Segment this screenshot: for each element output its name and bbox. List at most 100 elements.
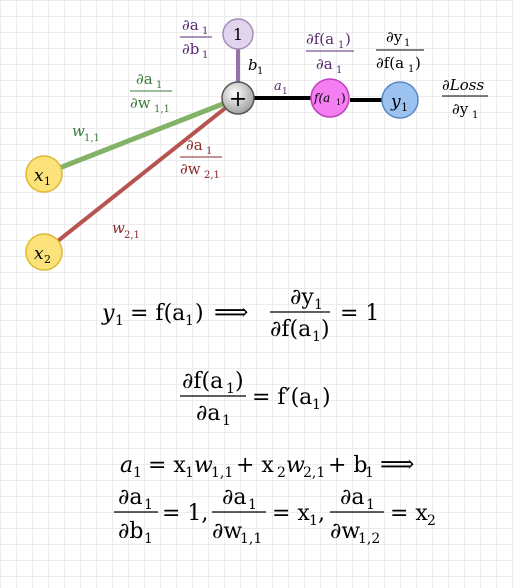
equation-3: a 1 = x 1 w 1,1 + x 2 w 2,1 + b 1 ⟹ <box>120 450 414 481</box>
grad-dy1-df-num-sub: 1 <box>404 38 410 49</box>
edge-w21 <box>42 96 240 254</box>
eq2-frac-den: ∂a <box>196 401 221 426</box>
node-x2: x 2 <box>25 233 63 271</box>
node-bias-ring <box>222 18 254 50</box>
node-act-sub: 1 <box>336 98 341 107</box>
grad-df-da1-den: ∂a <box>316 55 333 73</box>
node-y1-label: y <box>390 92 401 112</box>
grad-da1-dw11-num-sub: 1 <box>156 80 162 91</box>
eq1-lhs: y <box>101 301 115 326</box>
node-act-label: f(a <box>313 91 330 105</box>
eq3-x2-sub: 2 <box>277 465 286 481</box>
eq1-frac-den-sub: 1 <box>312 329 321 345</box>
grad-dy1-df-den: ∂f(a <box>376 54 404 72</box>
eq4-f3-num-sub: 1 <box>366 497 375 513</box>
eq4-r2-sub: 1 <box>309 513 318 529</box>
grad-da1-dw11-num: ∂a <box>136 70 153 88</box>
equation-2: ∂f(a 1 ) ∂a 1 = f′(a 1 ) <box>180 369 331 429</box>
label-b1-base: b <box>248 56 258 74</box>
grad-df-da1: ∂f(a 1 ) ∂a 1 <box>306 30 354 76</box>
grad-dy1-df-num: ∂y <box>386 28 403 46</box>
eq2-rhs-sub: 1 <box>312 397 321 413</box>
node-act-ring <box>310 78 350 118</box>
eq3-x1-sub: 1 <box>185 465 194 481</box>
label-a1-sub: 1 <box>282 87 288 97</box>
eq1-eq-tail: ) <box>195 301 204 326</box>
node-x2-sub: 2 <box>44 253 51 266</box>
grad-da1-db1-den: ∂b <box>182 40 199 58</box>
eq3-a: a <box>120 453 133 478</box>
eq1-frac-num-sub: 1 <box>314 297 323 313</box>
eq1-frac-num: ∂y <box>290 285 314 310</box>
grad-dy1-df-den-sub: 1 <box>408 64 414 75</box>
eq2-frac-num-sub: 1 <box>226 381 235 397</box>
eq4-f1-num: ∂a <box>118 485 143 510</box>
eq2-rhs-tail: ) <box>322 385 331 410</box>
grad-da1-db1-num-sub: 1 <box>202 26 208 37</box>
grad-da1-dw21-den: ∂w <box>180 160 201 178</box>
eq3-plus: + x <box>236 453 274 478</box>
eq4-f3-num: ∂a <box>340 485 365 510</box>
eq4-r3-sub: 2 <box>427 513 436 529</box>
equation-1: y 1 = f(a 1 ) ⟹ ∂y 1 ∂f(a 1 ) = 1 <box>101 285 379 345</box>
label-a1: a 1 <box>274 79 288 97</box>
grad-da1-db1-num: ∂a <box>182 16 199 34</box>
label-b1-sub: 1 <box>257 66 263 77</box>
eq3-a-sub: 1 <box>133 465 142 481</box>
node-sum-symbol: + <box>229 87 247 112</box>
node-act-tail: ) <box>341 91 346 105</box>
grad-da1-dw21: ∂a 1 ∂w 2,1 <box>180 136 222 181</box>
eq3-plus-b: + b <box>328 453 368 478</box>
eq1-eq: = f(a <box>130 301 185 326</box>
label-w11-sub: 1,1 <box>84 133 100 144</box>
node-x1: x 1 <box>25 155 63 193</box>
eq3-w: w <box>194 453 213 478</box>
node-y1: y 1 <box>381 81 419 119</box>
eq2-frac-den-sub: 1 <box>222 413 231 429</box>
eq4-r2: = x <box>272 501 310 526</box>
eq1-frac-den: ∂f(a <box>270 317 311 342</box>
eq4-f2-num: ∂a <box>222 485 247 510</box>
grad-da1-dw21-num: ∂a <box>186 136 203 154</box>
eq3-eq: = x <box>148 453 186 478</box>
node-sum: + <box>221 81 255 115</box>
eq1-lhs-sub: 1 <box>115 313 124 329</box>
node-x1-label: x <box>34 166 44 186</box>
grad-da1-db1: ∂a 1 ∂b 1 <box>180 16 212 61</box>
grad-df-da1-num-tail: ) <box>345 30 351 48</box>
grad-df-da1-num-sub: 1 <box>338 40 344 51</box>
node-x1-sub: 1 <box>44 175 51 188</box>
node-act-circle <box>311 79 349 117</box>
grad-da1-dw11-den-sub: 1,1 <box>154 104 170 115</box>
node-y1-sub: 1 <box>401 101 408 114</box>
eq2-frac-num-tail: ) <box>235 369 244 394</box>
eq2-rhs: = f′(a <box>252 385 312 410</box>
node-y1-ring <box>381 81 419 119</box>
eq4-f2-den-sub: 1,1 <box>240 531 262 547</box>
eq3-w11-sub: 1,1 <box>211 465 233 481</box>
node-x1-ring <box>25 155 63 193</box>
grad-da1-dw11: ∂a 1 ∂w 1,1 <box>130 70 172 115</box>
node-bias-circle <box>223 19 253 49</box>
eq4-f2-num-sub: 1 <box>248 497 257 513</box>
eq2-frac-num: ∂f(a <box>182 369 223 394</box>
eq4-f3-den-sub: 1,2 <box>358 531 380 547</box>
eq4-r3: = x <box>390 501 428 526</box>
node-sum-circle <box>221 81 255 115</box>
eq1-rhs: = 1 <box>340 301 379 326</box>
grad-dy1-df-den-tail: ) <box>415 54 421 72</box>
eq3-w2: w <box>286 453 305 478</box>
grad-df-da1-num: ∂f(a <box>306 30 334 48</box>
eq4-r2-tail: , <box>318 501 325 526</box>
eq4-f1-den-sub: 1 <box>144 531 153 547</box>
grad-da1-dw21-den-sub: 2,1 <box>204 170 220 181</box>
grad-dloss-dy1: ∂Loss ∂y 1 <box>442 76 488 121</box>
node-activation: f(a 1 ) <box>310 78 350 118</box>
eq1-implies: ⟹ <box>214 298 248 326</box>
eq1-frac-den-tail: ) <box>321 317 330 342</box>
eq4-f1-den: ∂b <box>118 519 143 544</box>
grad-dloss-dy1-den: ∂y <box>452 100 469 118</box>
eq3-w21-sub: 2,1 <box>303 465 325 481</box>
